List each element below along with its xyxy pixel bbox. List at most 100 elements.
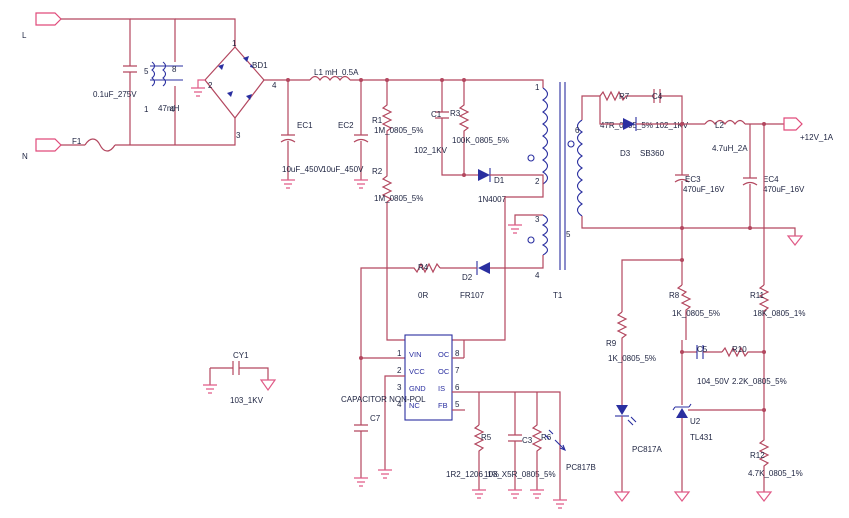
u2-value: TL431: [690, 433, 713, 442]
wire-r9-top: [621, 259, 682, 312]
u2-label: U2: [690, 417, 701, 426]
ground-aux: [508, 224, 522, 234]
r2-label: R2: [372, 167, 383, 176]
ec4-label: EC4: [763, 175, 779, 184]
lf-pin4: 4: [170, 105, 175, 114]
ic-pin-name: VIN: [409, 350, 422, 359]
ic-pin-name: FB: [438, 401, 448, 410]
optocoupler-pc817b: PC817B: [544, 429, 596, 509]
wire-l: [61, 18, 131, 28]
ec2-label: EC2: [338, 121, 354, 130]
c5-value: 104_50V: [697, 377, 730, 386]
cy1-label: CY1: [233, 351, 249, 360]
ic-pin-name: IS: [438, 384, 445, 393]
resistor-r2: R2 1M_0805_5%: [372, 160, 423, 341]
capacitor-cy1: CY1 103_1KV: [203, 351, 277, 405]
r1-value: 1M_0805_5%: [374, 126, 423, 135]
bd1-pin1: 1: [232, 39, 237, 48]
bridge-rectifier-bd1: BD1 1 2 3 4: [204, 39, 277, 140]
ec3-label: EC3: [685, 175, 701, 184]
c3-r6-value: 103_X5R_0805_5%: [484, 470, 556, 479]
d1-value: 1N4007: [478, 195, 507, 204]
snubber-r3: R3 100K_0805_5%: [450, 80, 509, 175]
ec4-value: 470uF_16V: [763, 185, 805, 194]
r2-value: 1M_0805_5%: [374, 194, 423, 203]
ic-pin-name: GND: [409, 384, 426, 393]
r5-value: 1R2_1206_1%: [446, 470, 499, 479]
transformer-t1: 1 2 3 4 5 6 T1: [527, 82, 583, 300]
r12-value: 4.7K_0805_1%: [748, 469, 803, 478]
optocoupler-pc817a: PC817A: [613, 405, 662, 502]
lf-pin8: 8: [172, 65, 177, 74]
capacitor-c3: C3 103_X5R_0805_5%: [484, 392, 556, 499]
ground-ic: [378, 469, 392, 479]
t1-pin3: 3: [535, 215, 540, 224]
port-n: N: [22, 138, 62, 161]
pc817b-label: PC817B: [566, 463, 596, 472]
resistor-r5: R5 1R2_1206_1%: [446, 424, 499, 499]
resistor-r4: R4 0R: [360, 262, 441, 359]
resistor-r8: R8 1K_0805_5%: [669, 284, 720, 340]
l2-value: 4.7uH_2A: [712, 144, 748, 153]
inductor-l1: L1 mH_0.5A: [309, 68, 359, 82]
ic-pin-name: VCC: [409, 367, 425, 376]
d2-value: FR107: [460, 291, 485, 300]
d2-label: D2: [462, 273, 473, 282]
r8-value: 1K_0805_5%: [672, 309, 720, 318]
r7-label: R7: [619, 92, 630, 101]
port-l-label: L: [22, 31, 27, 40]
diode-d1: D1 1N4007: [462, 168, 544, 204]
r11-label: R11: [750, 291, 765, 300]
fuse-f1: F1: [72, 137, 116, 152]
d1-label: D1: [494, 176, 505, 185]
r10-value: 2.2K_0805_5%: [732, 377, 787, 386]
ic-pin-name: OC: [438, 350, 450, 359]
fuse-f1-label: F1: [72, 137, 82, 146]
inductor-l2: L2 4.7uH_2A: [704, 119, 748, 153]
r11-value: 18K_0805_1%: [753, 309, 806, 318]
r4-value: 0R: [418, 291, 428, 300]
wire-aux-gnd: [514, 214, 543, 225]
c7-label: C7: [370, 414, 381, 423]
port-n-label: N: [22, 152, 28, 161]
l2-label: L2: [715, 121, 724, 130]
ec2-value: 10uF_450V: [322, 165, 364, 174]
ic-pin-number: 8: [455, 349, 460, 358]
c5-label: C5: [697, 345, 708, 354]
t1-pin6: 6: [575, 126, 580, 135]
diode-d2: D2 FR107: [440, 255, 544, 300]
d3-label: D3: [620, 149, 631, 158]
r1-label: R1: [372, 116, 383, 125]
resistor-r11: R11 18K_0805_1%: [750, 284, 806, 410]
ec1-label: EC1: [297, 121, 313, 130]
d3-value: SB360: [640, 149, 665, 158]
r10-label: R10: [732, 345, 747, 354]
wire-sec-top: [581, 95, 600, 120]
capacitor-ec4: EC4 470uF_16V: [742, 124, 805, 228]
c1-value: 102_1KV: [414, 146, 448, 155]
resistor-r10: R10 2.2K_0805_5%: [721, 345, 787, 386]
cy1-value: 103_1KV: [230, 396, 264, 405]
capacitor-c4: C4: [645, 89, 683, 124]
lf-value: 47mH: [158, 104, 180, 113]
t1-pin1: 1: [535, 83, 540, 92]
ground-secondary: [786, 235, 804, 246]
common-mode-choke: 5 1 8 47mH 4: [130, 18, 183, 145]
resistor-r7: R7: [599, 90, 645, 102]
r9-value: 1K_0805_5%: [608, 354, 656, 363]
x-capacitor: 0.1uF_275V: [93, 28, 137, 145]
wire-to-bridge: [175, 18, 236, 146]
wire-hv-bus: [350, 79, 544, 88]
lf-pin1: 1: [144, 105, 149, 114]
port-l: L: [22, 12, 62, 40]
ec3-value: 470uF_16V: [683, 185, 725, 194]
capnp-label: CAPACITOR NON-POL: [341, 395, 426, 404]
ic-pin-number: 3: [397, 383, 402, 392]
capacitor-ec2: EC2 10uF_450V: [322, 80, 369, 189]
capacitor-ec1: EC1 10uF_450V: [280, 80, 324, 189]
r4-label: R4: [418, 263, 429, 272]
wire-c5: [681, 340, 697, 353]
t1-label: T1: [553, 291, 563, 300]
